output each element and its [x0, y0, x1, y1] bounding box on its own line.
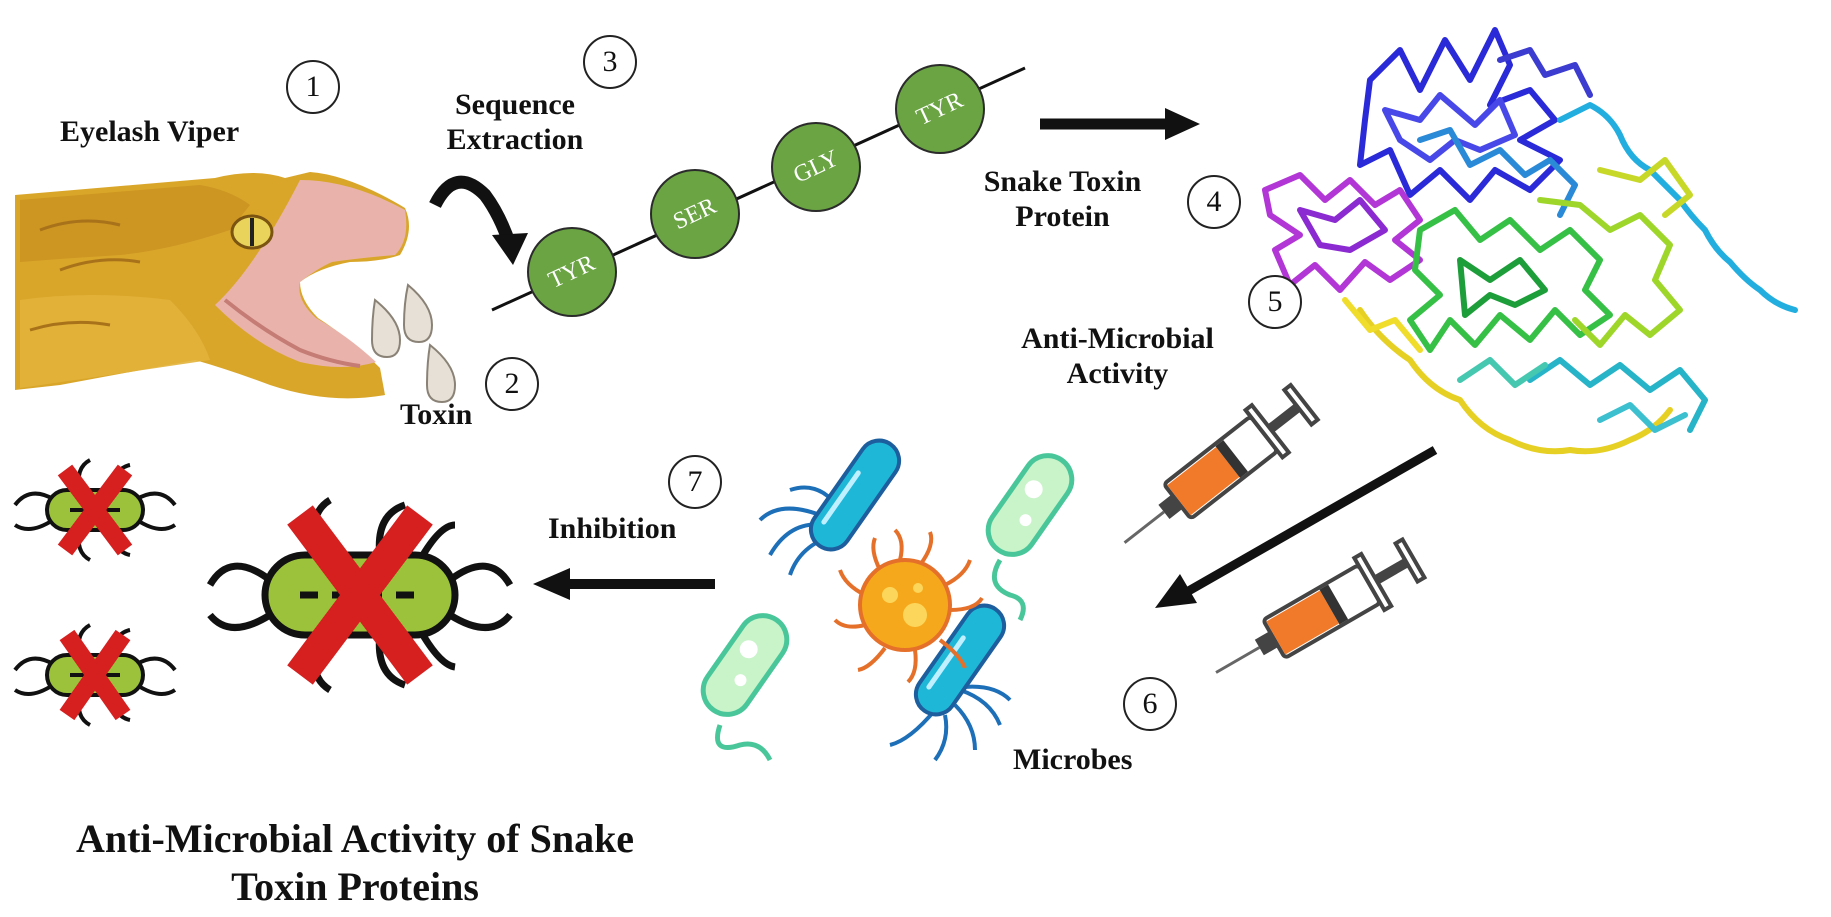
residue-circle-gly: GLY	[771, 122, 861, 212]
step-2-badge: 2	[485, 357, 539, 411]
residue-label: TYR	[544, 249, 600, 294]
residue-circle-tyr: TYR	[895, 64, 985, 154]
dead-bacterium-large	[206, 497, 514, 693]
eyelash-viper-image	[15, 172, 409, 399]
label-activity-line1: Anti-Microbial	[1021, 322, 1214, 355]
extraction-curved-arrow	[429, 175, 528, 265]
toxin-drop	[425, 343, 457, 404]
dead-bacterium-small-bottom	[13, 623, 177, 727]
microbe-rod-green	[985, 453, 1075, 557]
arrow-inhibition	[533, 568, 715, 600]
step-4-badge: 4	[1187, 175, 1241, 229]
label-activity-line2: Activity	[1066, 356, 1169, 390]
label-protein-line2: Protein	[1015, 199, 1110, 233]
step-3-badge: 3	[583, 35, 637, 89]
label-toxin: Toxin	[400, 398, 473, 431]
syringe-upper	[1123, 382, 1321, 544]
syringe-lower	[1215, 536, 1428, 674]
step-7-badge: 7	[668, 455, 722, 509]
arrow-to-protein	[1040, 108, 1200, 140]
residue-circle-tyr: TYR	[527, 227, 617, 317]
arrow-to-microbes	[1155, 446, 1438, 608]
microbe-rod-green	[700, 613, 790, 717]
residue-label: SER	[669, 192, 721, 235]
title-line1: Anti-Microbial Activity of Snake	[75, 816, 635, 861]
step-1-badge: 1	[286, 60, 340, 114]
label-microbes: Microbes	[1013, 743, 1133, 776]
residue-label: GLY	[789, 144, 843, 189]
toxin-drop	[402, 283, 434, 344]
label-sequence-line2: Extraction	[446, 122, 584, 156]
residue-label: TYR	[912, 86, 968, 131]
dead-bacterium-small-top	[13, 458, 177, 562]
title-line2: Toxin Proteins	[231, 864, 479, 909]
residue-circle-ser: SER	[650, 169, 740, 259]
label-inhibition: Inhibition	[548, 512, 677, 545]
toxin-drop	[370, 298, 402, 359]
protein-structure	[1262, 27, 1798, 455]
label-sequence-line1: Sequence	[455, 88, 575, 121]
label-anti-microbial-activity: Anti-Microbial Activity	[985, 322, 1250, 391]
label-protein-line1: Snake Toxin	[983, 165, 1142, 198]
label-sequence-extraction: Sequence Extraction	[430, 88, 600, 157]
microbes-cluster	[700, 438, 1075, 762]
label-snake-toxin-protein: Snake Toxin Protein	[965, 165, 1160, 234]
toxin-drops	[370, 283, 457, 404]
step-6-badge: 6	[1123, 677, 1177, 731]
step-5-badge: 5	[1248, 275, 1302, 329]
label-eyelash-viper: Eyelash Viper	[60, 115, 240, 148]
microbe-rod-blue	[808, 438, 902, 552]
diagram-title: Anti-Microbial Activity of Snake Toxin P…	[10, 815, 700, 911]
